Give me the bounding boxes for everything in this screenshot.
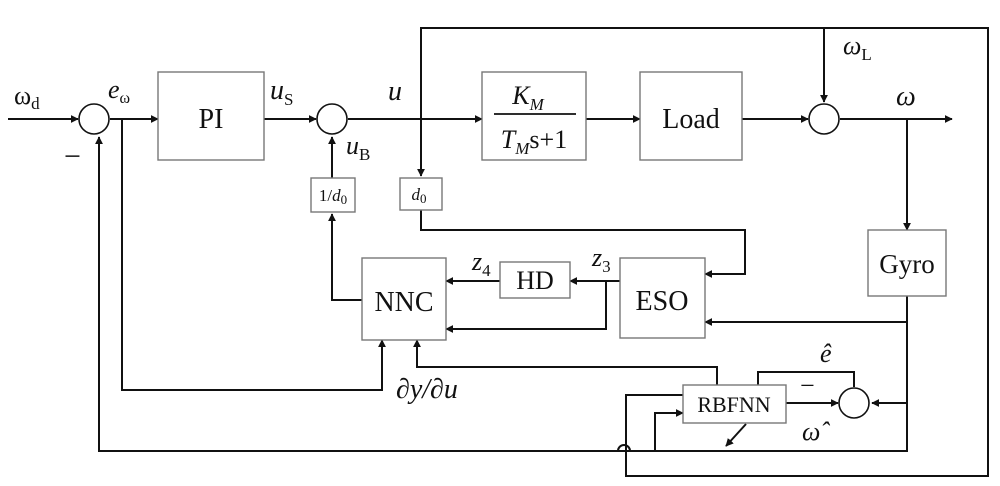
rbfnn-label: RBFNN xyxy=(697,392,770,417)
wire-weight-update xyxy=(725,423,747,447)
svg-text:1/d0: 1/d0 xyxy=(319,186,347,207)
load-label: Load xyxy=(662,104,720,135)
plant-denominator-rest: s+1 xyxy=(529,125,567,154)
minus-sign-rbf: − xyxy=(800,371,815,400)
sum-junction-estimation-error xyxy=(838,387,870,419)
inverse-d0-d: d xyxy=(332,186,341,205)
sum-junction-error xyxy=(78,103,110,135)
wire-crossing-hop xyxy=(617,444,631,452)
nnc-block xyxy=(361,257,447,341)
svg-text:ωd: ωd xyxy=(14,81,40,113)
svg-text:d0: d0 xyxy=(412,185,427,206)
load-block xyxy=(639,71,743,161)
e-omega-sub: ω xyxy=(120,90,131,107)
plant-block xyxy=(481,71,587,161)
omega-l-symbol: ω xyxy=(843,31,861,60)
e-omega-symbol: e xyxy=(108,75,120,104)
svg-text:uS: uS xyxy=(270,75,293,109)
z4-sub: 4 xyxy=(482,261,491,280)
u-b-symbol: u xyxy=(346,131,359,160)
omega-d-sub: d xyxy=(31,94,40,113)
u-label: u xyxy=(388,76,402,107)
inverse-d0-block xyxy=(310,177,356,213)
svg-text:KM: KM xyxy=(511,81,544,114)
plant-denominator-sub: M xyxy=(514,139,530,158)
sum-junction-disturbance xyxy=(808,103,840,135)
sum-junction-control xyxy=(316,103,348,135)
svg-text:ωL: ωL xyxy=(843,31,872,64)
pi-label: PI xyxy=(199,104,224,135)
minus-sign-main: − xyxy=(64,140,81,173)
jacobian-label: ∂y/∂u xyxy=(396,374,458,405)
wire-gyro-main-feedback xyxy=(95,136,908,452)
wire-error-to-nnc xyxy=(121,119,386,391)
eso-label: ESO xyxy=(636,286,689,317)
svg-text:TMs+1: TMs+1 xyxy=(501,125,567,158)
plant-denominator-t: T xyxy=(501,125,517,154)
hd-block xyxy=(499,261,571,299)
u-b-sub: B xyxy=(359,145,370,164)
svg-text:eω: eω xyxy=(108,75,130,107)
plant-numerator-sub: M xyxy=(529,95,545,114)
eso-block xyxy=(619,257,706,339)
nnc-label: NNC xyxy=(374,287,433,318)
plant-transfer-function: KM TMs+1 xyxy=(494,81,576,158)
d0-d: d xyxy=(412,185,421,204)
d0-block xyxy=(399,177,443,211)
wire-nnc-to-inv-d0 xyxy=(328,213,362,301)
pi-block xyxy=(157,71,265,161)
plant-numerator-k: K xyxy=(511,81,531,110)
wire-jacobian-to-nnc xyxy=(413,339,718,385)
gyro-block xyxy=(867,229,947,297)
wire-d0-to-eso xyxy=(420,210,746,278)
z4-symbol: z xyxy=(471,247,482,276)
rbfnn-block xyxy=(682,384,787,424)
omega-output-label: ω xyxy=(896,81,916,112)
svg-text:z3: z3 xyxy=(591,243,611,276)
e-hat-label: ê xyxy=(820,339,832,368)
wire-omega-to-rbfnn xyxy=(654,409,684,451)
hd-label: HD xyxy=(516,266,554,295)
u-s-sub: S xyxy=(284,90,293,109)
inverse-d0-sub: 0 xyxy=(341,192,348,207)
omega-d-symbol: ω xyxy=(14,81,31,110)
svg-text:z4: z4 xyxy=(471,247,491,280)
z3-sub: 3 xyxy=(602,257,611,276)
d0-sub: 0 xyxy=(420,191,427,206)
z3-symbol: z xyxy=(591,243,602,272)
svg-text:uB: uB xyxy=(346,131,370,164)
wire-z3-to-nnc xyxy=(445,281,607,333)
wire-e-hat-feedback xyxy=(757,371,855,387)
omega-hat-label: ω̂ xyxy=(802,417,830,446)
inverse-d0-prefix: 1/ xyxy=(319,186,333,205)
omega-l-sub: L xyxy=(861,45,871,64)
wires xyxy=(8,27,989,477)
u-s-symbol: u xyxy=(270,75,284,106)
gyro-label: Gyro xyxy=(879,249,935,279)
